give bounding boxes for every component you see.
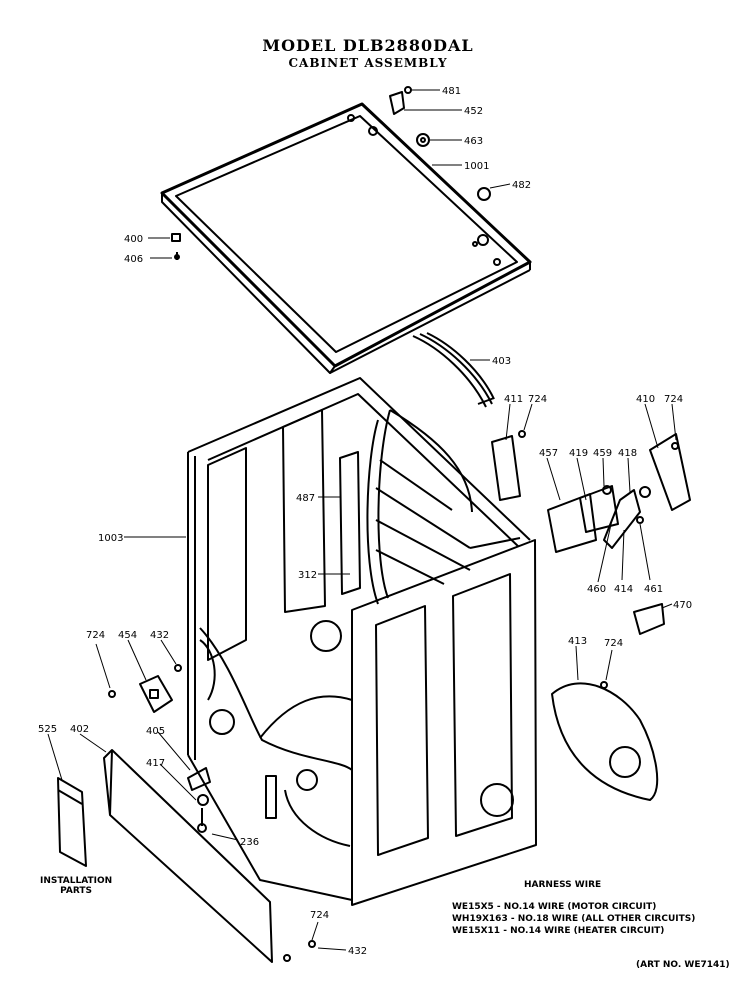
installation-parts-line: INSTALLATION bbox=[40, 876, 113, 886]
part-label: 452 bbox=[464, 106, 483, 117]
bracket-454 bbox=[139, 675, 173, 713]
part-label: 413 bbox=[568, 636, 587, 647]
harness-wire-line: WH19X163 - NO.18 WIRE (ALL OTHER CIRCUIT… bbox=[452, 914, 696, 924]
screws bbox=[108, 430, 679, 962]
leader-lines bbox=[47, 89, 677, 951]
part-label: 419 bbox=[569, 448, 588, 459]
part-label: 460 bbox=[587, 584, 606, 595]
top-panel bbox=[160, 102, 532, 374]
harness-403 bbox=[412, 332, 495, 408]
part-label: 411 bbox=[504, 394, 523, 405]
part-label: 457 bbox=[539, 448, 558, 459]
bracket-410 bbox=[639, 433, 691, 511]
part-label: 724 bbox=[528, 394, 547, 405]
part-label: 487 bbox=[296, 493, 315, 504]
access-cover-413 bbox=[551, 682, 659, 801]
panel-470 bbox=[633, 603, 665, 635]
part-label: 410 bbox=[636, 394, 655, 405]
diagram-subtitle: CABINET ASSEMBLY bbox=[288, 56, 448, 70]
part-label: 236 bbox=[240, 837, 259, 848]
part-label: 1003 bbox=[98, 533, 123, 544]
part-label: 525 bbox=[38, 724, 57, 735]
part-label: 432 bbox=[150, 630, 169, 641]
part-label: 481 bbox=[442, 86, 461, 97]
part-label: 724 bbox=[86, 630, 105, 641]
diagram-title: MODEL DLB2880DAL bbox=[262, 36, 474, 55]
installation-parts-label: INSTALLATION PARTS bbox=[40, 876, 112, 896]
part-label: 432 bbox=[348, 946, 367, 957]
bracket-457-419 bbox=[547, 485, 619, 553]
part-label: 403 bbox=[492, 356, 511, 367]
part-label: 724 bbox=[604, 638, 623, 649]
part-label: 400 bbox=[124, 234, 143, 245]
installation-parts-bag bbox=[57, 777, 87, 867]
part-label: 724 bbox=[310, 910, 329, 921]
hardware-405-417-236 bbox=[187, 767, 211, 833]
part-label: 1001 bbox=[464, 161, 489, 172]
installation-parts-line: PARTS bbox=[60, 886, 93, 896]
part-label: 461 bbox=[644, 584, 663, 595]
part-label: 482 bbox=[512, 180, 531, 191]
part-label: 406 bbox=[124, 254, 143, 265]
part-label: 405 bbox=[146, 726, 165, 737]
part-label: 454 bbox=[118, 630, 137, 641]
part-label: 402 bbox=[70, 724, 89, 735]
part-label: 459 bbox=[593, 448, 612, 459]
part-label: 414 bbox=[614, 584, 633, 595]
part-label: 724 bbox=[664, 394, 683, 405]
part-label: 418 bbox=[618, 448, 637, 459]
bracket-418-414 bbox=[603, 489, 644, 549]
part-label: 470 bbox=[673, 600, 692, 611]
harness-wire-line: WE15X5 - NO.14 WIRE (MOTOR CIRCUIT) bbox=[452, 902, 657, 912]
bracket-411 bbox=[491, 435, 521, 501]
harness-wire-title: HARNESS WIRE bbox=[524, 880, 602, 890]
cabinet-body bbox=[187, 377, 537, 906]
part-label: 417 bbox=[146, 758, 165, 769]
part-number-labels: 481 452 463 1001 482 400 406 403 411 724… bbox=[38, 86, 692, 957]
harness-wire-line: WE15X11 - NO.14 WIRE (HEATER CIRCUIT) bbox=[452, 926, 665, 936]
part-label: 463 bbox=[464, 136, 483, 147]
lower-front-panel bbox=[103, 749, 273, 963]
art-number: (ART NO. WE7141) bbox=[636, 960, 730, 970]
part-label: 312 bbox=[298, 570, 317, 581]
